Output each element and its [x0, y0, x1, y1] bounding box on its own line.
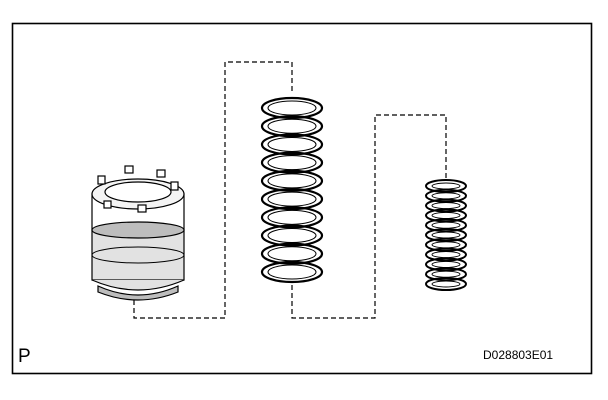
spring-coil [425, 198, 467, 213]
spring-coil-inner [431, 182, 461, 190]
large-coil-spring-icon [260, 96, 324, 284]
spring-coil-inner [431, 202, 461, 210]
spring-coil [260, 169, 324, 192]
spring-coil-inner [267, 118, 317, 134]
spring-coil [425, 208, 467, 223]
spring-coil [425, 277, 467, 291]
spring-coil [425, 179, 467, 193]
spring-coil-inner [431, 280, 461, 288]
spring-coil [425, 257, 467, 272]
leader-large-spring-to-small-spring [291, 114, 447, 319]
spring-coil [260, 96, 324, 120]
small-coil-spring-icon [425, 179, 467, 291]
spring-coil-inner [431, 211, 461, 219]
spring-coil-inner [431, 221, 461, 229]
spring-coil [260, 115, 324, 138]
diagram-code: D028803E01 [483, 348, 554, 362]
spring-coil [260, 188, 324, 211]
spring-coil-inner [267, 246, 317, 262]
spring-coil-inner [431, 241, 461, 249]
spring-coil [425, 188, 467, 203]
spring-coil-inner [267, 264, 317, 280]
spring-coil [260, 133, 324, 156]
dashed-leader-lines [133, 61, 447, 319]
spring-coil-inner [431, 192, 461, 200]
spring-coil-inner [267, 100, 317, 116]
spring-coil [260, 206, 324, 229]
spring-coil [425, 218, 467, 233]
spring-coil-inner [267, 209, 317, 225]
spring-coil-inner [267, 173, 317, 189]
spring-coil-inner [431, 270, 461, 278]
spring-coil-inner [267, 136, 317, 152]
spring-coil [260, 224, 324, 247]
spring-coil-inner [267, 191, 317, 207]
spring-coil [425, 228, 467, 242]
spring-coil [260, 151, 324, 174]
spring-coil-inner [267, 155, 317, 171]
corner-letter: P [18, 346, 31, 367]
spring-coil [425, 247, 467, 262]
spring-coil [425, 237, 467, 252]
spring-coil-inner [431, 260, 461, 268]
spring-coil-inner [431, 231, 461, 239]
spring-coil [260, 242, 324, 265]
piston-icon [91, 165, 185, 301]
spring-coil [425, 267, 467, 282]
spring-coil-inner [267, 228, 317, 244]
spring-coil [260, 260, 324, 284]
leader-piston-to-large-spring [133, 61, 293, 319]
spring-coil-inner [431, 251, 461, 259]
diagram-frame [11, 22, 593, 375]
